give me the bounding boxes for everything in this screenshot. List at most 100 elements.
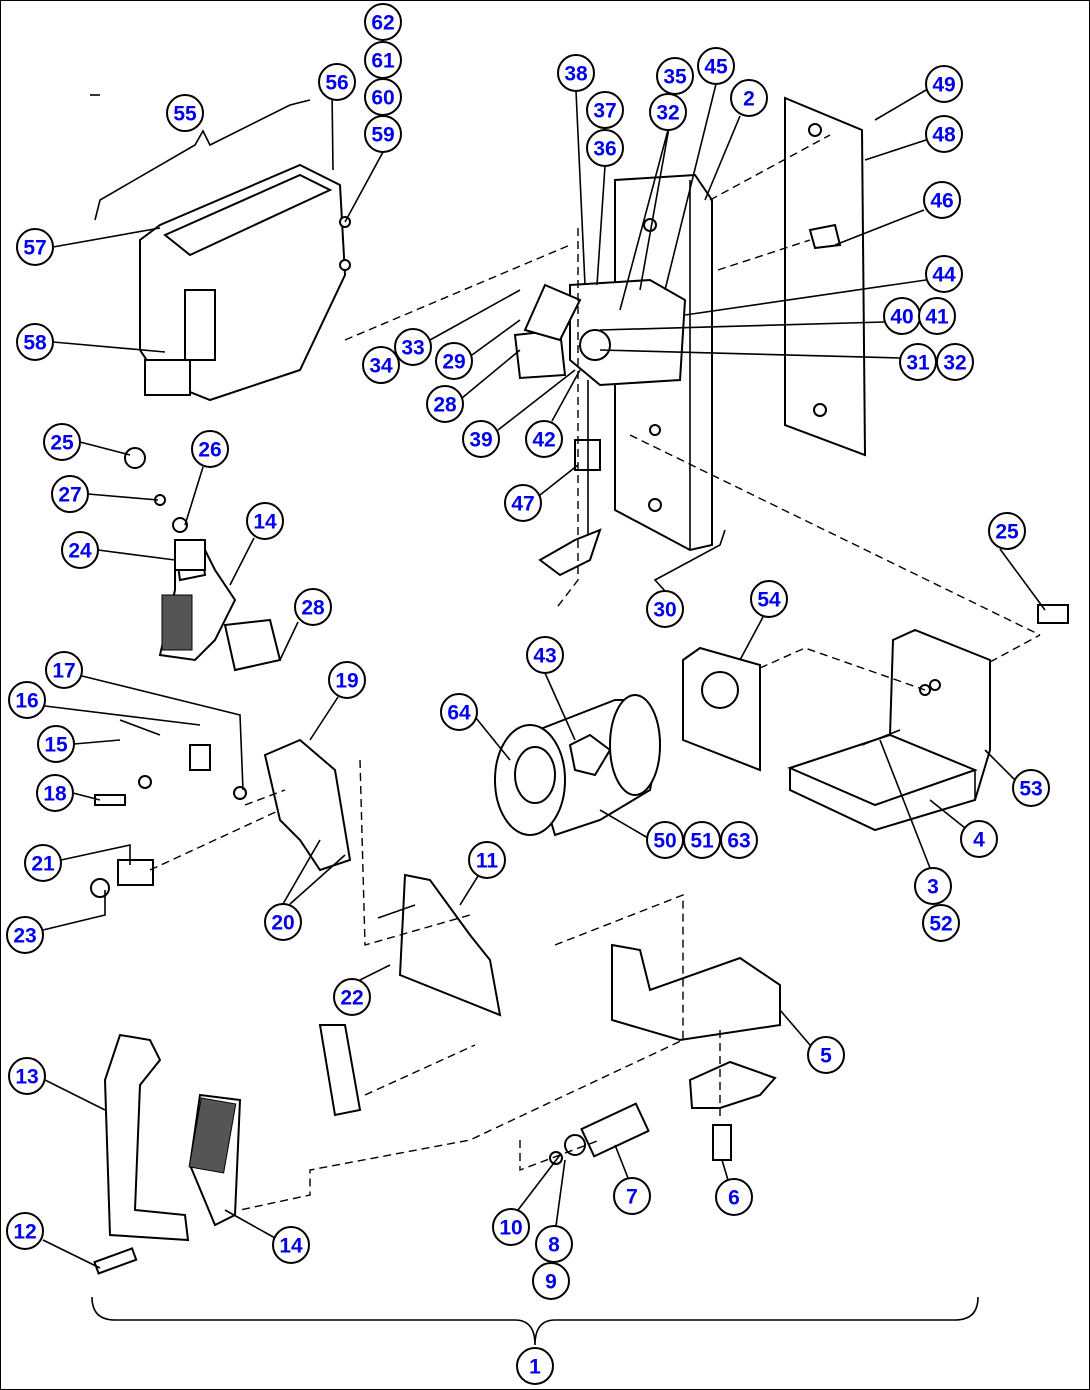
callout-number: 9	[545, 1271, 557, 1294]
lever	[263, 738, 352, 872]
callout-number: 7	[626, 1186, 638, 1209]
callout-circle	[43, 423, 81, 461]
callout-54: 54	[750, 580, 788, 618]
callout-circle	[264, 903, 302, 941]
callout-23: 23	[6, 916, 44, 954]
callout-15: 15	[37, 725, 75, 763]
callout-19: 19	[328, 661, 366, 699]
callout-43: 43	[526, 636, 564, 674]
callout-number: 8	[548, 1234, 560, 1257]
callout-11: 11	[468, 841, 506, 879]
callout-circle	[516, 1347, 554, 1385]
callout-circle	[36, 774, 74, 812]
callout-circle	[526, 636, 564, 674]
callout-36: 36	[586, 129, 624, 167]
return-spring	[549, 1102, 650, 1165]
callout-number: 59	[371, 124, 394, 147]
callout-4: 4	[960, 820, 998, 858]
callout-number: 14	[253, 511, 277, 534]
callout-number: 15	[44, 734, 68, 757]
callout-circle	[6, 916, 44, 954]
callout-number: 58	[23, 332, 47, 355]
callout-circle	[586, 91, 624, 129]
callout-number: 5	[820, 1045, 832, 1068]
callout-circle	[492, 1208, 530, 1246]
callout-1: 1	[516, 1347, 554, 1385]
callout-circle	[440, 693, 478, 731]
callout-circle	[272, 1226, 310, 1264]
callout-24: 24	[61, 531, 99, 569]
callout-number: 17	[52, 660, 75, 683]
cover-plate	[784, 96, 867, 457]
callout-circle	[646, 590, 684, 628]
callout-number: 13	[15, 1066, 38, 1089]
callout-60: 60	[364, 78, 402, 116]
callout-circle	[715, 1178, 753, 1216]
callout-circle	[925, 65, 963, 103]
callout-7: 7	[613, 1177, 651, 1215]
pedal-bracket	[611, 943, 781, 1042]
callout-circle	[246, 502, 284, 540]
callout-circle	[925, 115, 963, 153]
callout-circle	[426, 385, 464, 423]
callout-number: 20	[271, 912, 294, 935]
callout-circle	[925, 255, 963, 293]
callout-number: 2	[743, 88, 755, 111]
callout-2: 2	[730, 79, 768, 117]
callout-circle	[960, 820, 998, 858]
callout-26: 26	[191, 430, 229, 468]
callout-number: 61	[371, 50, 395, 73]
callout-circle	[720, 821, 758, 859]
callout-circle	[918, 297, 956, 335]
callout-31: 31	[899, 343, 937, 381]
callout-25: 25	[988, 512, 1026, 550]
callout-number: 19	[335, 670, 358, 693]
callout-number: 35	[663, 66, 687, 89]
callout-53: 53	[1012, 769, 1050, 807]
callout-number: 49	[932, 74, 955, 97]
callout-number: 25	[995, 521, 1019, 544]
callout-number: 46	[930, 190, 953, 213]
callout-number: 34	[369, 355, 393, 378]
callout-circle	[294, 588, 332, 626]
callout-51: 51	[683, 821, 721, 859]
callout-circle	[807, 1036, 845, 1074]
callout-circle	[525, 420, 563, 458]
callout-circle	[61, 531, 99, 569]
callout-35: 35	[656, 57, 694, 95]
callout-28: 28	[426, 385, 464, 423]
callout-16: 16	[8, 681, 46, 719]
callout-50: 50	[646, 821, 684, 859]
callout-number: 21	[31, 853, 55, 876]
arm-plate	[398, 873, 502, 1017]
callout-44: 44	[925, 255, 963, 293]
callout-circle	[364, 115, 402, 153]
callout-circle	[24, 844, 62, 882]
angle-bracket	[787, 604, 1069, 832]
callout-64: 64	[440, 693, 478, 731]
callout-8: 8	[535, 1225, 573, 1263]
callout-circle	[16, 323, 54, 361]
callout-number: 32	[656, 102, 679, 125]
callout-14: 14	[272, 1226, 310, 1264]
callout-circle	[656, 57, 694, 95]
callout-12: 12	[6, 1212, 44, 1250]
callout-number: 23	[13, 925, 36, 948]
callout-circle	[504, 484, 542, 522]
callout-30: 30	[646, 590, 684, 628]
callout-32: 32	[936, 343, 974, 381]
callout-circle	[166, 94, 204, 132]
callout-circle	[8, 681, 46, 719]
callout-40: 40	[883, 297, 921, 335]
callout-number: 43	[533, 645, 556, 668]
callout-number: 1	[529, 1356, 541, 1379]
callout-circle	[697, 47, 735, 85]
callout-number: 24	[68, 540, 92, 563]
callout-number: 27	[58, 484, 81, 507]
callout-circle	[613, 1177, 651, 1215]
callout-number: 6	[728, 1187, 740, 1210]
callout-number: 50	[653, 830, 676, 853]
callout-49: 49	[925, 65, 963, 103]
callout-58: 58	[16, 323, 54, 361]
